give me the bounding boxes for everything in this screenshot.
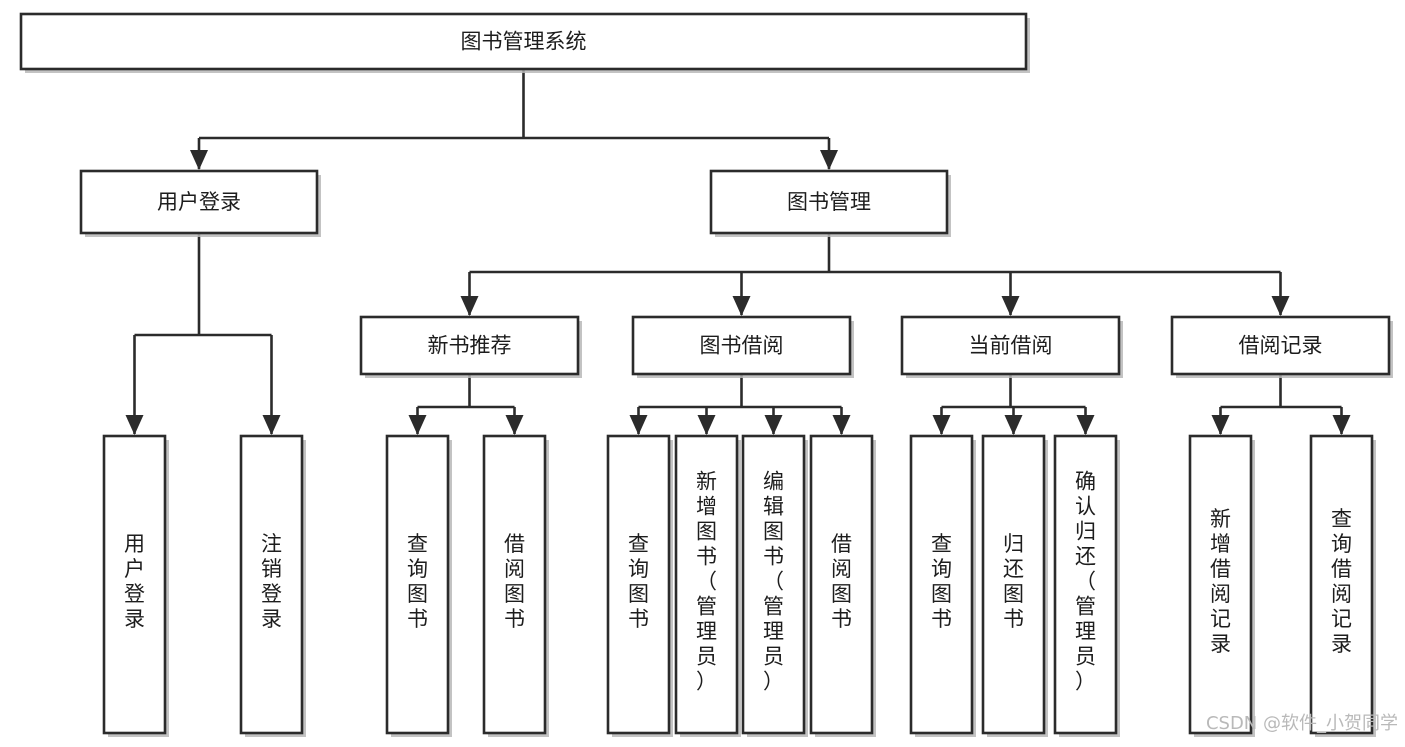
node-label: 图书借阅 [700, 334, 784, 358]
arrow-head-icon [932, 415, 951, 435]
node-leaf-user-logout[interactable]: 注销登录 [239, 434, 306, 737]
node-rect[interactable] [79, 169, 319, 235]
node-book-manage[interactable]: 图书管理 [709, 169, 951, 237]
node-label: 借阅图书 [831, 532, 852, 631]
node-label: 编辑图书（管理员） [763, 470, 784, 694]
node-label: 新书推荐 [428, 334, 512, 358]
node-rect[interactable] [19, 12, 1028, 71]
node-label: 查询图书 [407, 532, 428, 631]
arrow-head-icon [1076, 415, 1095, 435]
node-book-borrow[interactable]: 图书借阅 [631, 315, 854, 378]
node-leaf-add-book[interactable]: 新增图书（管理员） [674, 434, 741, 737]
node-rect[interactable] [741, 434, 806, 735]
node-rect[interactable] [606, 434, 671, 735]
node-label: 当前借阅 [969, 334, 1053, 358]
node-new-book-recommend[interactable]: 新书推荐 [359, 315, 582, 378]
arrow-head-icon [125, 415, 144, 435]
node-label: 用户登录 [124, 532, 145, 631]
node-borrow-record[interactable]: 借阅记录 [1170, 315, 1393, 378]
node-label: 查询图书 [931, 532, 952, 631]
node-rect[interactable] [631, 315, 852, 376]
arrow-head-icon [1211, 415, 1230, 435]
node-rect[interactable] [482, 434, 547, 735]
arrow-head-icon [408, 415, 427, 435]
node-label: 用户登录 [157, 190, 241, 214]
arrow-head-icon [460, 296, 479, 316]
node-label: 图书管理 [787, 190, 871, 214]
node-label: 查询图书 [628, 532, 649, 631]
node-rect[interactable] [981, 434, 1046, 735]
node-rect[interactable] [900, 315, 1121, 376]
node-rect[interactable] [239, 434, 304, 735]
node-rect[interactable] [1188, 434, 1253, 735]
node-rect[interactable] [385, 434, 450, 735]
node-current-borrow[interactable]: 当前借阅 [900, 315, 1123, 378]
node-leaf-query-book-current[interactable]: 查询图书 [909, 434, 976, 737]
node-rect[interactable] [1170, 315, 1391, 376]
arrow-head-icon [629, 415, 648, 435]
arrow-head-icon [1271, 296, 1290, 316]
arrow-head-icon [190, 150, 208, 170]
node-leaf-query-book-recommend[interactable]: 查询图书 [385, 434, 452, 737]
arrow-head-icon [505, 415, 524, 435]
node-label: 新增借阅记录 [1210, 507, 1231, 656]
node-label: 图书管理系统 [461, 30, 587, 54]
arrow-head-icon [697, 415, 716, 435]
csdn-watermark: CSDN @软件_小贺同学 [1206, 713, 1398, 734]
node-leaf-query-book-borrow[interactable]: 查询图书 [606, 434, 673, 737]
arrow-head-icon [1004, 415, 1023, 435]
node-rect[interactable] [102, 434, 167, 735]
node-leaf-query-borrow-record[interactable]: 查询借阅记录 [1309, 434, 1376, 737]
arrow-head-icon [764, 415, 783, 435]
node-leaf-return-book[interactable]: 归还图书 [981, 434, 1048, 737]
node-leaf-confirm-return[interactable]: 确认归还（管理员） [1053, 434, 1120, 737]
node-label: 借阅图书 [504, 532, 525, 631]
node-rect[interactable] [674, 434, 739, 735]
node-leaf-borrow-book-recommend[interactable]: 借阅图书 [482, 434, 549, 737]
arrow-head-icon [820, 150, 838, 170]
arrow-head-icon [1332, 415, 1351, 435]
arrow-head-icon [832, 415, 851, 435]
arrow-head-icon [1001, 296, 1020, 316]
node-leaf-user-login[interactable]: 用户登录 [102, 434, 169, 737]
node-label: 新增图书（管理员） [696, 470, 717, 694]
node-rect[interactable] [1053, 434, 1118, 735]
node-layer: 图书管理系统用户登录图书管理新书推荐图书借阅当前借阅借阅记录用户登录注销登录查询… [19, 12, 1393, 737]
node-leaf-add-borrow-record[interactable]: 新增借阅记录 [1188, 434, 1255, 737]
node-root[interactable]: 图书管理系统 [19, 12, 1030, 73]
node-rect[interactable] [359, 315, 580, 376]
node-user-login[interactable]: 用户登录 [79, 169, 321, 237]
node-label: 确认归还（管理员） [1075, 470, 1096, 694]
node-rect[interactable] [809, 434, 874, 735]
node-rect[interactable] [709, 169, 949, 235]
node-leaf-edit-book[interactable]: 编辑图书（管理员） [741, 434, 808, 737]
arrow-head-icon [732, 296, 751, 316]
connector-layer [125, 69, 1351, 435]
node-label: 注销登录 [261, 532, 282, 631]
node-rect[interactable] [909, 434, 974, 735]
arrow-head-icon [262, 415, 281, 435]
node-label: 借阅记录 [1239, 334, 1323, 358]
node-label: 查询借阅记录 [1331, 507, 1352, 656]
node-label: 归还图书 [1003, 532, 1024, 631]
node-leaf-borrow-book[interactable]: 借阅图书 [809, 434, 876, 737]
node-rect[interactable] [1309, 434, 1374, 735]
